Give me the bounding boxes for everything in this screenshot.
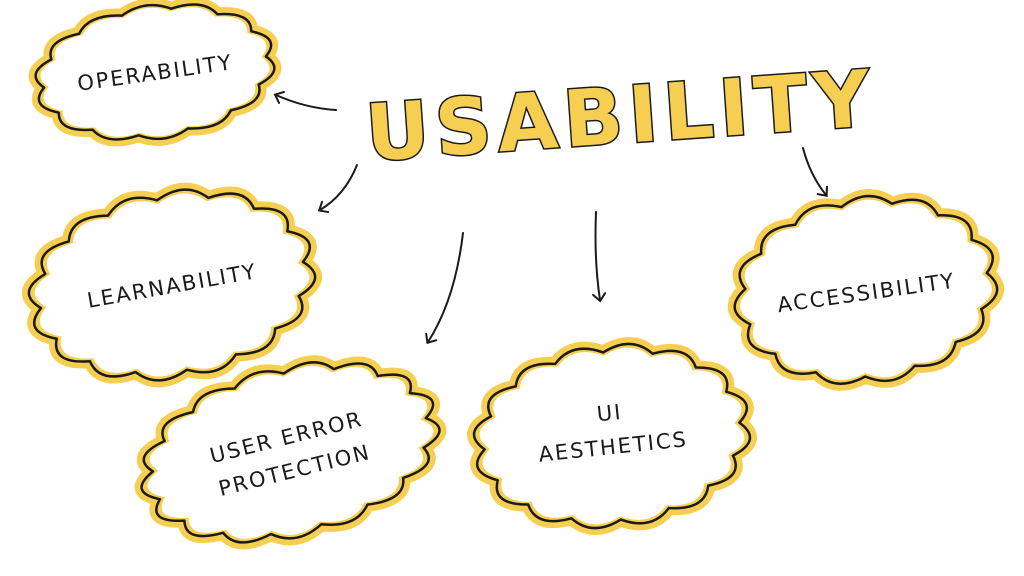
cloud-accessibility — [727, 189, 1005, 391]
arrow-to-ui-aesthetics — [592, 211, 607, 303]
cloud-learnability — [21, 182, 323, 388]
diagram-title: USABILITY — [363, 54, 879, 179]
label-ui-aesthetics: UI — [596, 400, 624, 427]
arrow-to-operability — [273, 90, 337, 111]
arrow-to-learnability — [317, 164, 358, 214]
cloud-operability — [28, 0, 282, 147]
arrow-to-user-error-protection — [425, 232, 464, 345]
arrow-to-accessibility — [802, 147, 828, 197]
cloud-ui-aesthetics — [467, 336, 757, 536]
cloud-user-error-protection — [134, 355, 447, 550]
